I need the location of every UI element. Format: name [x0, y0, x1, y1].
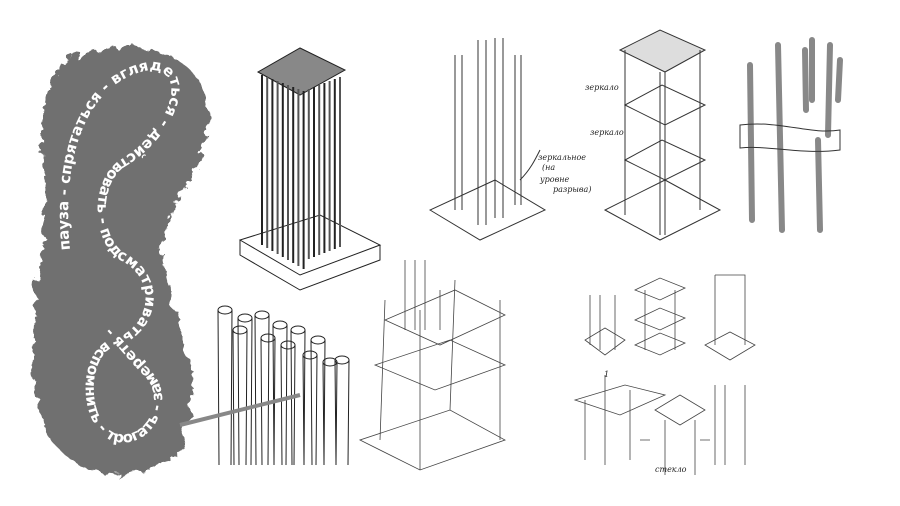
- tube: [237, 317, 253, 466]
- tube-top: [310, 335, 326, 345]
- tube: [217, 309, 233, 466]
- tube-top: [272, 320, 288, 330]
- tube-top: [232, 325, 248, 335]
- annotation-text: (на: [542, 163, 555, 172]
- tube-top: [217, 305, 233, 315]
- tube: [302, 354, 318, 466]
- tube-top: [254, 310, 270, 320]
- annotation-text: зеркальное: [538, 153, 586, 162]
- platform-frame-sketch: [358, 260, 507, 471]
- annotation-text: уровне: [539, 175, 570, 184]
- tube-top: [280, 340, 296, 350]
- tube: [280, 344, 296, 466]
- tube-top: [290, 325, 306, 335]
- tower-render: [238, 47, 382, 291]
- tube: [254, 314, 270, 466]
- small-studies-sketch: [573, 274, 756, 475]
- tube: [232, 329, 248, 466]
- grey-stroke: [179, 393, 301, 427]
- tube: [322, 361, 338, 466]
- tube-top: [237, 313, 253, 323]
- annotation-text: зеркало: [590, 128, 624, 137]
- ink-wash-blob: [29, 44, 206, 473]
- tube-bundle-sketch: [217, 305, 350, 466]
- grey-pillars-sketch: [739, 37, 843, 233]
- annotation-text: зеркало: [585, 83, 619, 92]
- mirror-columns-sketch: [428, 38, 547, 241]
- annotation-text: разрыва): [553, 185, 591, 194]
- step-number: 1: [604, 370, 609, 379]
- annotation-text: стекло: [655, 465, 687, 474]
- mirror-levels-sketch: [603, 29, 722, 241]
